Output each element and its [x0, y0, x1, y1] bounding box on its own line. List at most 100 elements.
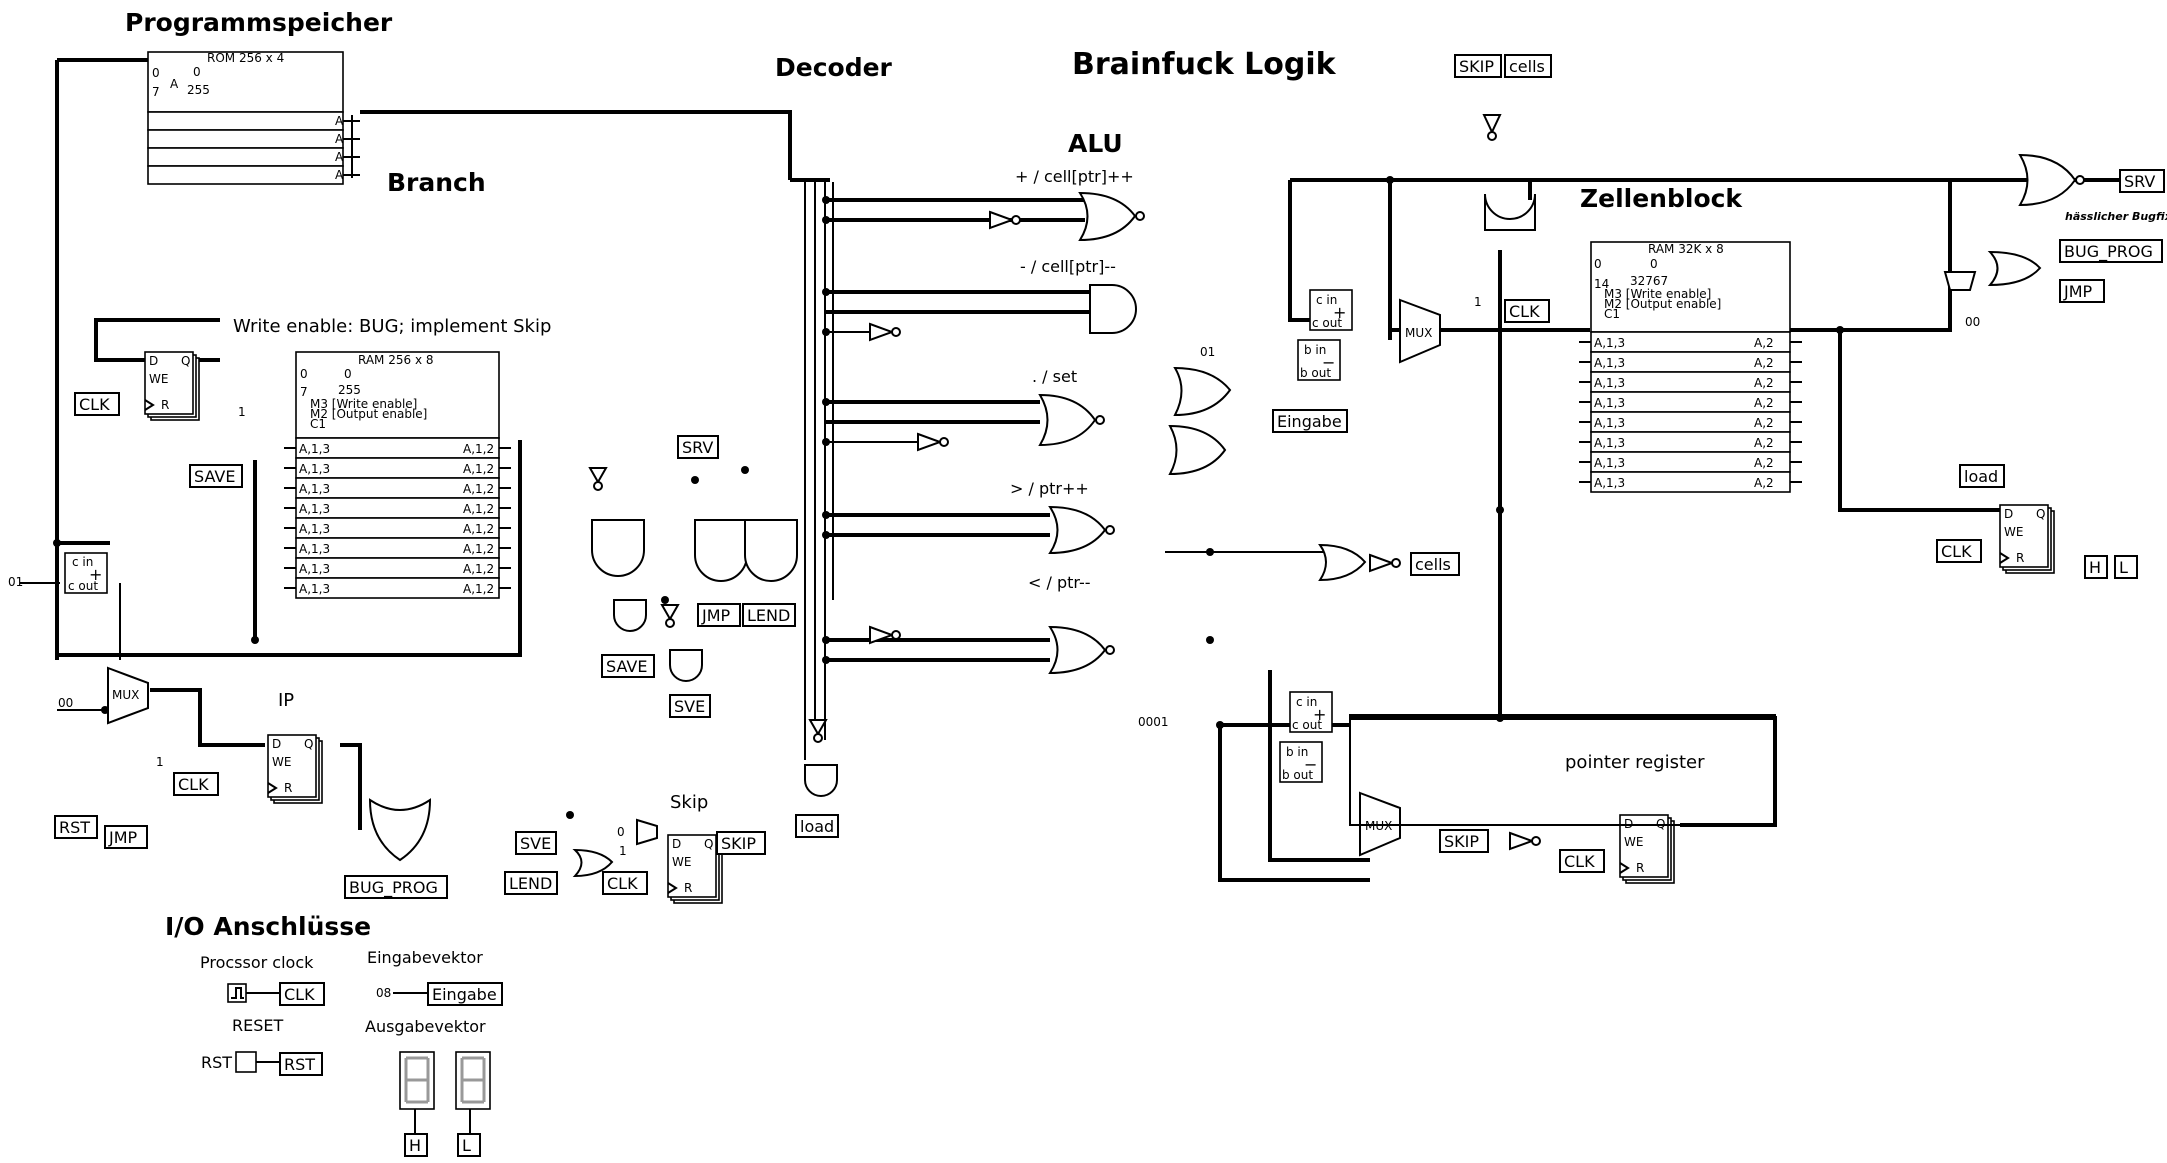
svg-text:SRV: SRV	[682, 438, 713, 457]
svg-text:load: load	[800, 817, 834, 836]
io-legend: Procssor clock Eingabevektor RESET Ausga…	[200, 948, 491, 1134]
ram-cells-row-out: A,2	[1754, 356, 1774, 370]
svg-text:0: 0	[193, 65, 201, 79]
svg-text:255: 255	[187, 83, 210, 97]
gates	[368, 114, 2085, 878]
svg-text:JMP: JMP	[2063, 282, 2093, 301]
svg-text:C1: C1	[310, 417, 326, 431]
svg-text:Q: Q	[304, 737, 313, 751]
ram-cells-row-out: A,2	[1754, 336, 1774, 350]
svg-text:32767: 32767	[1630, 274, 1668, 288]
ram-cells-name: RAM 32K x 8	[1648, 242, 1724, 256]
svg-text:CLK: CLK	[607, 874, 638, 893]
alu-op-dec-cell: - / cell[ptr]--	[1020, 257, 1116, 276]
svg-text:c in: c in	[1296, 695, 1317, 709]
svg-text:A: A	[335, 168, 344, 182]
rom-name: ROM 256 x 4	[207, 51, 284, 65]
svg-text:JMP: JMP	[108, 828, 138, 847]
const-00-ip: 00	[58, 696, 73, 710]
title-io: I/O Anschlüsse	[165, 912, 371, 941]
alu-op-ptr-inc: > / ptr++	[1010, 479, 1089, 498]
title-programmspeicher: Programmspeicher	[125, 8, 393, 37]
svg-text:Eingabe: Eingabe	[1277, 412, 1342, 431]
svg-text:D: D	[149, 354, 158, 368]
svg-text:SKIP: SKIP	[721, 834, 756, 853]
write-enable-note: Write enable: BUG; implement Skip	[233, 316, 551, 337]
svg-text:BUG_PROG: BUG_PROG	[2064, 242, 2153, 262]
const-0001: 0001	[1138, 715, 1169, 729]
mux-ip: MUX	[107, 666, 149, 725]
svg-text:cells: cells	[1509, 57, 1545, 76]
svg-text:0: 0	[344, 367, 352, 381]
pin-l-out: L	[2114, 555, 2138, 579]
svg-text:Q: Q	[704, 837, 713, 851]
svg-text:255: 255	[338, 383, 361, 397]
pointer-register-box	[1349, 714, 1776, 826]
svg-text:D: D	[272, 737, 281, 751]
ram-branch-block: RAM 256 x 8 0 7 0 255 M3 [Write enable] …	[284, 351, 511, 599]
svg-text:−: −	[1322, 353, 1335, 372]
pin-load-decoder: load	[795, 814, 839, 838]
pin-h-out: H	[2084, 555, 2108, 579]
ram-cells-block: RAM 32K x 8 0 14 0 32767 M3 [Write enabl…	[1579, 241, 1802, 493]
svg-text:WE: WE	[672, 855, 691, 869]
svg-text:A: A	[335, 150, 344, 164]
ram-branch-row-out: A,1,2	[463, 522, 494, 536]
svg-text:LEND: LEND	[509, 874, 552, 893]
ram-cells-row-in: A,1,3	[1594, 396, 1625, 410]
svg-text:1: 1	[619, 844, 627, 858]
ram-branch-row-in: A,1,3	[299, 562, 330, 576]
svg-text:WE: WE	[2004, 525, 2023, 539]
ram-branch-row-out: A,1,2	[463, 502, 494, 516]
svg-text:7: 7	[300, 385, 308, 399]
ram-branch-row-in: A,1,3	[299, 482, 330, 496]
svg-text:CLK: CLK	[1941, 542, 1972, 561]
pin-l-legend: L	[457, 1133, 481, 1157]
svg-text:R: R	[684, 881, 692, 895]
title-decoder: Decoder	[775, 53, 893, 82]
svg-text:SVE: SVE	[674, 697, 705, 716]
pin-load-out: load	[1959, 464, 2005, 488]
ram-cells-row-in: A,1,3	[1594, 476, 1625, 490]
pin-srv: SRV	[677, 435, 719, 459]
pin-rst-ip: RST	[54, 815, 98, 839]
title-main: Brainfuck Logik	[1072, 47, 1337, 82]
svg-text:CLK: CLK	[178, 775, 209, 794]
title-ip: IP	[278, 690, 294, 711]
svg-text:M2 [Output enable]: M2 [Output enable]	[1604, 297, 1721, 311]
svg-text:−: −	[1304, 755, 1317, 774]
pin-sve-decoder: SVE	[669, 694, 711, 718]
pin-eingabe-legend: Eingabe	[427, 982, 503, 1006]
svg-text:CLK: CLK	[284, 985, 315, 1004]
alu-op-ptr-dec: < / ptr--	[1028, 573, 1091, 592]
flipflop-skip: D Q WE R	[667, 834, 723, 904]
pin-rst-legend: RST	[279, 1052, 323, 1076]
svg-text:SAVE: SAVE	[194, 467, 235, 486]
pin-clk-cells: CLK	[1504, 299, 1550, 323]
svg-text:+: +	[89, 565, 102, 584]
svg-text:SKIP: SKIP	[1459, 57, 1494, 76]
svg-text:cells: cells	[1415, 555, 1451, 574]
const-01-ip: 01	[8, 575, 23, 589]
ram-cells-row-out: A,2	[1754, 376, 1774, 390]
svg-text:D: D	[672, 837, 681, 851]
svg-text:RST: RST	[284, 1055, 315, 1074]
pin-jmp-ip: JMP	[104, 825, 148, 849]
ram-branch-row-out: A,1,2	[463, 482, 494, 496]
svg-text:CLK: CLK	[1509, 302, 1540, 321]
svg-text:M2 [Output enable]: M2 [Output enable]	[310, 407, 427, 421]
svg-text:b in: b in	[1304, 343, 1326, 357]
pin-srv-out: SRV	[2119, 169, 2165, 193]
ram-branch-row-out: A,1,2	[463, 582, 494, 596]
svg-text:0: 0	[300, 367, 308, 381]
pin-clk-ptr: CLK	[1559, 849, 1605, 873]
svg-text:c out: c out	[1312, 316, 1342, 330]
ram-branch-row-out: A,1,2	[463, 562, 494, 576]
pin-skip-ptr: SKIP	[1439, 829, 1489, 853]
svg-text:Eingabevektor: Eingabevektor	[367, 948, 483, 967]
pin-cells-top: cells	[1504, 54, 1552, 78]
svg-text:Procssor clock: Procssor clock	[200, 953, 314, 972]
ram-branch-row-in: A,1,3	[299, 462, 330, 476]
